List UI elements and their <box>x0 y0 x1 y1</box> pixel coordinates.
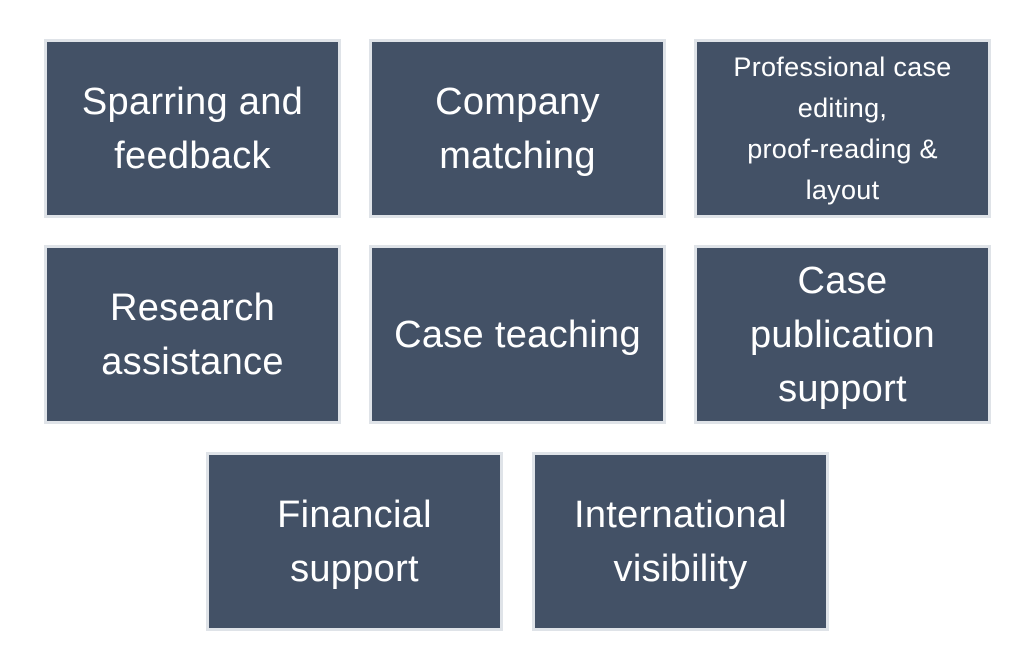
tile-financial-support: Financial support <box>206 452 503 631</box>
tile-research-assistance: Research assistance <box>44 245 341 424</box>
tile-company-matching: Company matching <box>369 39 666 218</box>
tile-label: Financial support <box>277 493 432 590</box>
tile-case-teaching: Case teaching <box>369 245 666 424</box>
tile-label: Professional case editing, proof-reading… <box>733 51 952 205</box>
tile-label: Research assistance <box>101 286 284 383</box>
tile-label: Case teaching <box>394 313 641 356</box>
tile-label: Company matching <box>435 80 600 177</box>
tile-label: Sparring and feedback <box>81 80 304 177</box>
tile-label: International visibility <box>573 493 788 590</box>
tile-international-visibility: International visibility <box>532 452 829 631</box>
tile-sparring-and-feedback: Sparring and feedback <box>44 39 341 218</box>
tile-label: Case publication support <box>750 259 935 410</box>
tile-professional-case-editing: Professional case editing, proof-reading… <box>694 39 991 218</box>
tile-case-publication-support: Case publication support <box>694 245 991 424</box>
